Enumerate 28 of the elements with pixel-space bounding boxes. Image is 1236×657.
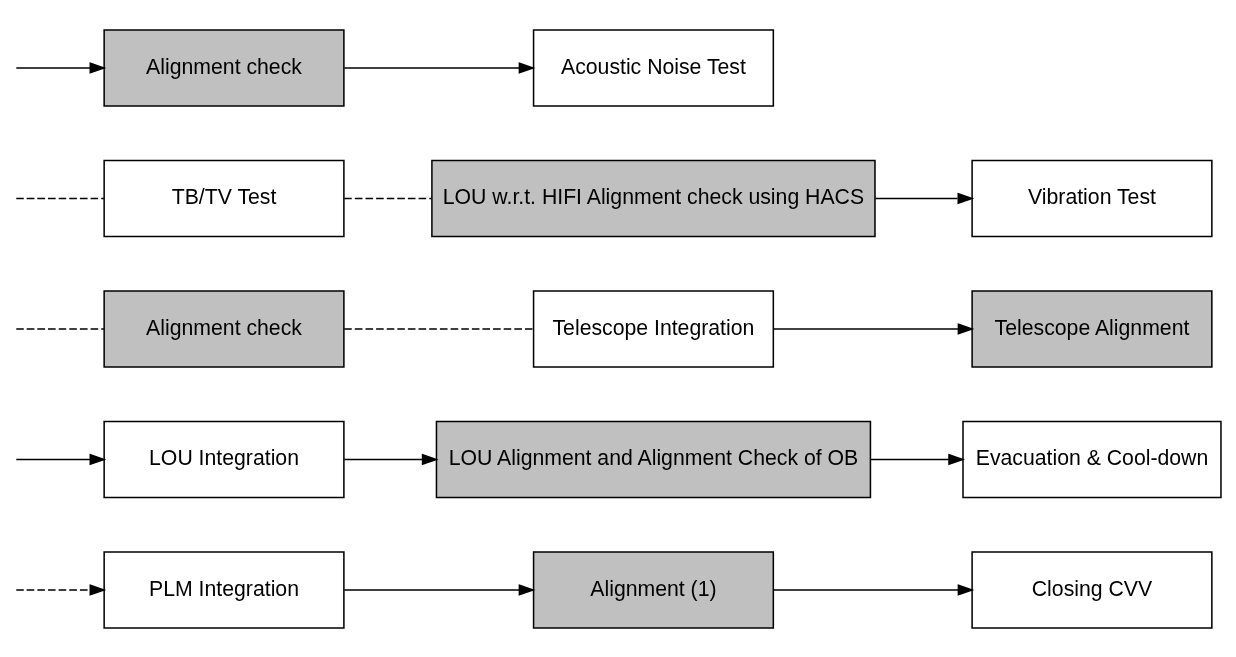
- connector: [15, 197, 105, 199]
- arrow: [343, 453, 439, 465]
- arrow: [772, 322, 975, 335]
- node-box: Alignment check: [103, 289, 345, 368]
- node-box: Evacuation & Cool-down: [962, 420, 1222, 498]
- connector: [15, 327, 105, 330]
- arrow: [15, 61, 107, 74]
- node-box: LOU Alignment and Alignment Check of OB: [435, 420, 872, 498]
- node-box: Telescope Integration: [532, 289, 775, 368]
- node-box: TB/TV Test: [103, 159, 345, 237]
- connector: [343, 327, 534, 330]
- node-box: PLM Integration: [103, 550, 345, 629]
- arrow: [343, 583, 536, 596]
- arrow: [772, 583, 975, 596]
- node-box: Alignment (1): [532, 550, 775, 629]
- arrow: [870, 453, 965, 465]
- node-box: Telescope Alignment: [971, 289, 1213, 368]
- node-box: Closing CVV: [971, 550, 1213, 629]
- node-box: LOU w.r.t. HIFI Alignment check using HACS: [431, 159, 876, 237]
- node-box: Alignment check: [103, 28, 345, 107]
- connector: [343, 197, 433, 199]
- arrow: [874, 192, 975, 204]
- node-box: Vibration Test: [971, 159, 1213, 237]
- arrow: [15, 453, 107, 465]
- arrow: [15, 583, 107, 596]
- arrow: [343, 61, 536, 74]
- node-box: LOU Integration: [103, 420, 345, 498]
- node-box: Acoustic Noise Test: [532, 28, 775, 107]
